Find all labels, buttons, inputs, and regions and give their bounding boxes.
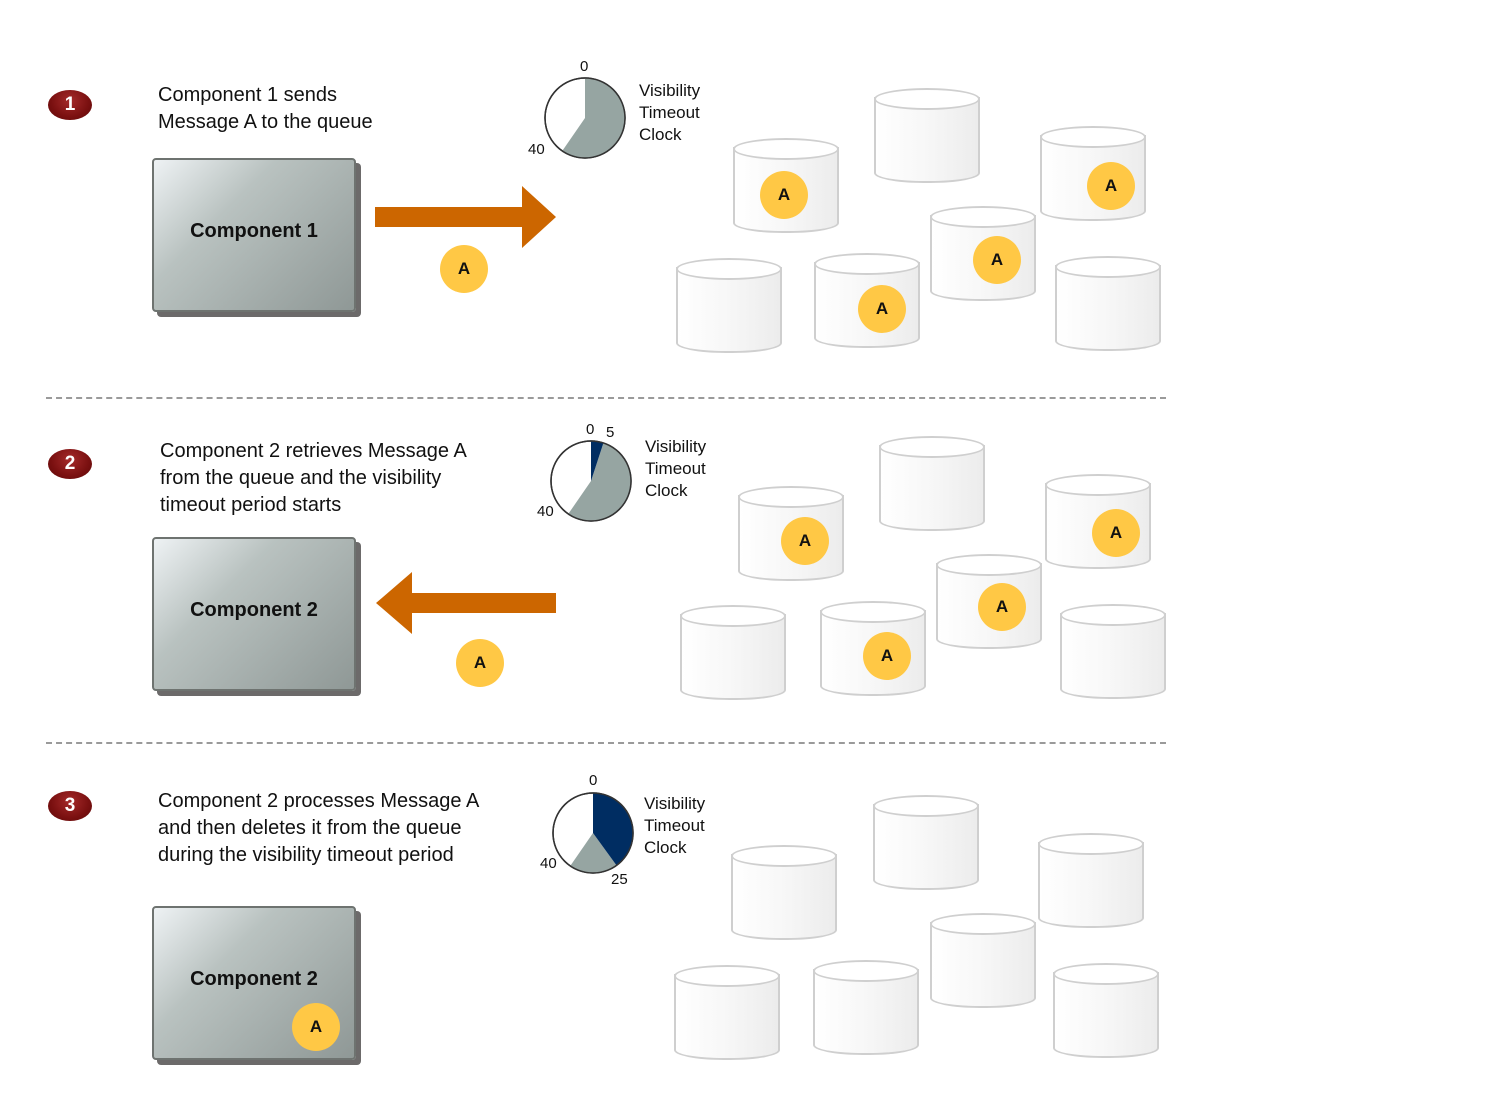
queue-server (879, 436, 985, 536)
queue-server (680, 605, 786, 705)
message-token: A (456, 639, 504, 687)
arrow-right-icon (375, 186, 556, 248)
clock-tick-0: 0 (589, 772, 598, 789)
step-caption: Component 2 processes Message A and then… (158, 790, 480, 866)
visibility-timeout-clock-icon (550, 440, 632, 522)
queue-server (874, 88, 980, 188)
message-token: A (863, 632, 911, 680)
component-box: Component 2 (152, 537, 356, 691)
message-token: A (858, 285, 906, 333)
visibility-timeout-clock-icon (552, 792, 634, 874)
component-label: Component 2 (190, 599, 318, 621)
clock-tick-0: 0 (580, 58, 589, 75)
message-token: A (978, 583, 1026, 631)
clock-label: Visibility Timeout Clock (639, 81, 701, 144)
step-badge: 2 (48, 449, 92, 479)
queue-server (676, 258, 782, 358)
section-divider (46, 742, 1166, 744)
component-box: Component 2 A (152, 906, 356, 1060)
message-token: A (1092, 509, 1140, 557)
component-label: Component 2 (190, 968, 318, 990)
step-badge: 1 (48, 90, 92, 120)
queue-server (1060, 604, 1166, 704)
queue-server (1053, 963, 1159, 1063)
clock-label: Visibility Timeout Clock (644, 794, 706, 857)
step-badge: 3 (48, 791, 92, 821)
message-token: A (292, 1003, 340, 1051)
clock-label: Visibility Timeout Clock (645, 437, 707, 500)
component-label: Component 1 (190, 220, 318, 242)
queue-server (674, 965, 780, 1065)
queue-server (930, 913, 1036, 1013)
queue-server: A (930, 206, 1036, 306)
clock-tick-0: 0 (586, 421, 595, 438)
visibility-timeout-clock-icon (544, 77, 626, 159)
message-token: A (781, 517, 829, 565)
step-caption: Component 1 sends Message A to the queue (158, 84, 373, 133)
arrow-left-icon (376, 572, 556, 634)
queue-server: A (1040, 126, 1146, 226)
queue-server (873, 795, 979, 895)
queue-server: A (936, 554, 1042, 654)
queue-server (1038, 833, 1144, 933)
queue-server (1055, 256, 1161, 356)
queue-server: A (814, 253, 920, 353)
message-token: A (1087, 162, 1135, 210)
message-token: A (973, 236, 1021, 284)
queue-server: A (1045, 474, 1151, 574)
message-token: A (440, 245, 488, 293)
clock-tick-40: 40 (528, 141, 545, 158)
queue-server (813, 960, 919, 1060)
queue-server: A (738, 486, 844, 586)
step-caption: Component 2 retrieves Message A from the… (160, 440, 467, 516)
queue-server: A (733, 138, 839, 238)
section-divider (46, 397, 1166, 399)
clock-tick-40: 40 (537, 503, 554, 520)
clock-tick-25: 25 (611, 871, 628, 888)
clock-tick-5: 5 (606, 424, 615, 441)
queue-server (731, 845, 837, 945)
component-box: Component 1 (152, 158, 356, 312)
queue-server: A (820, 601, 926, 701)
clock-tick-40: 40 (540, 855, 557, 872)
message-token: A (760, 171, 808, 219)
